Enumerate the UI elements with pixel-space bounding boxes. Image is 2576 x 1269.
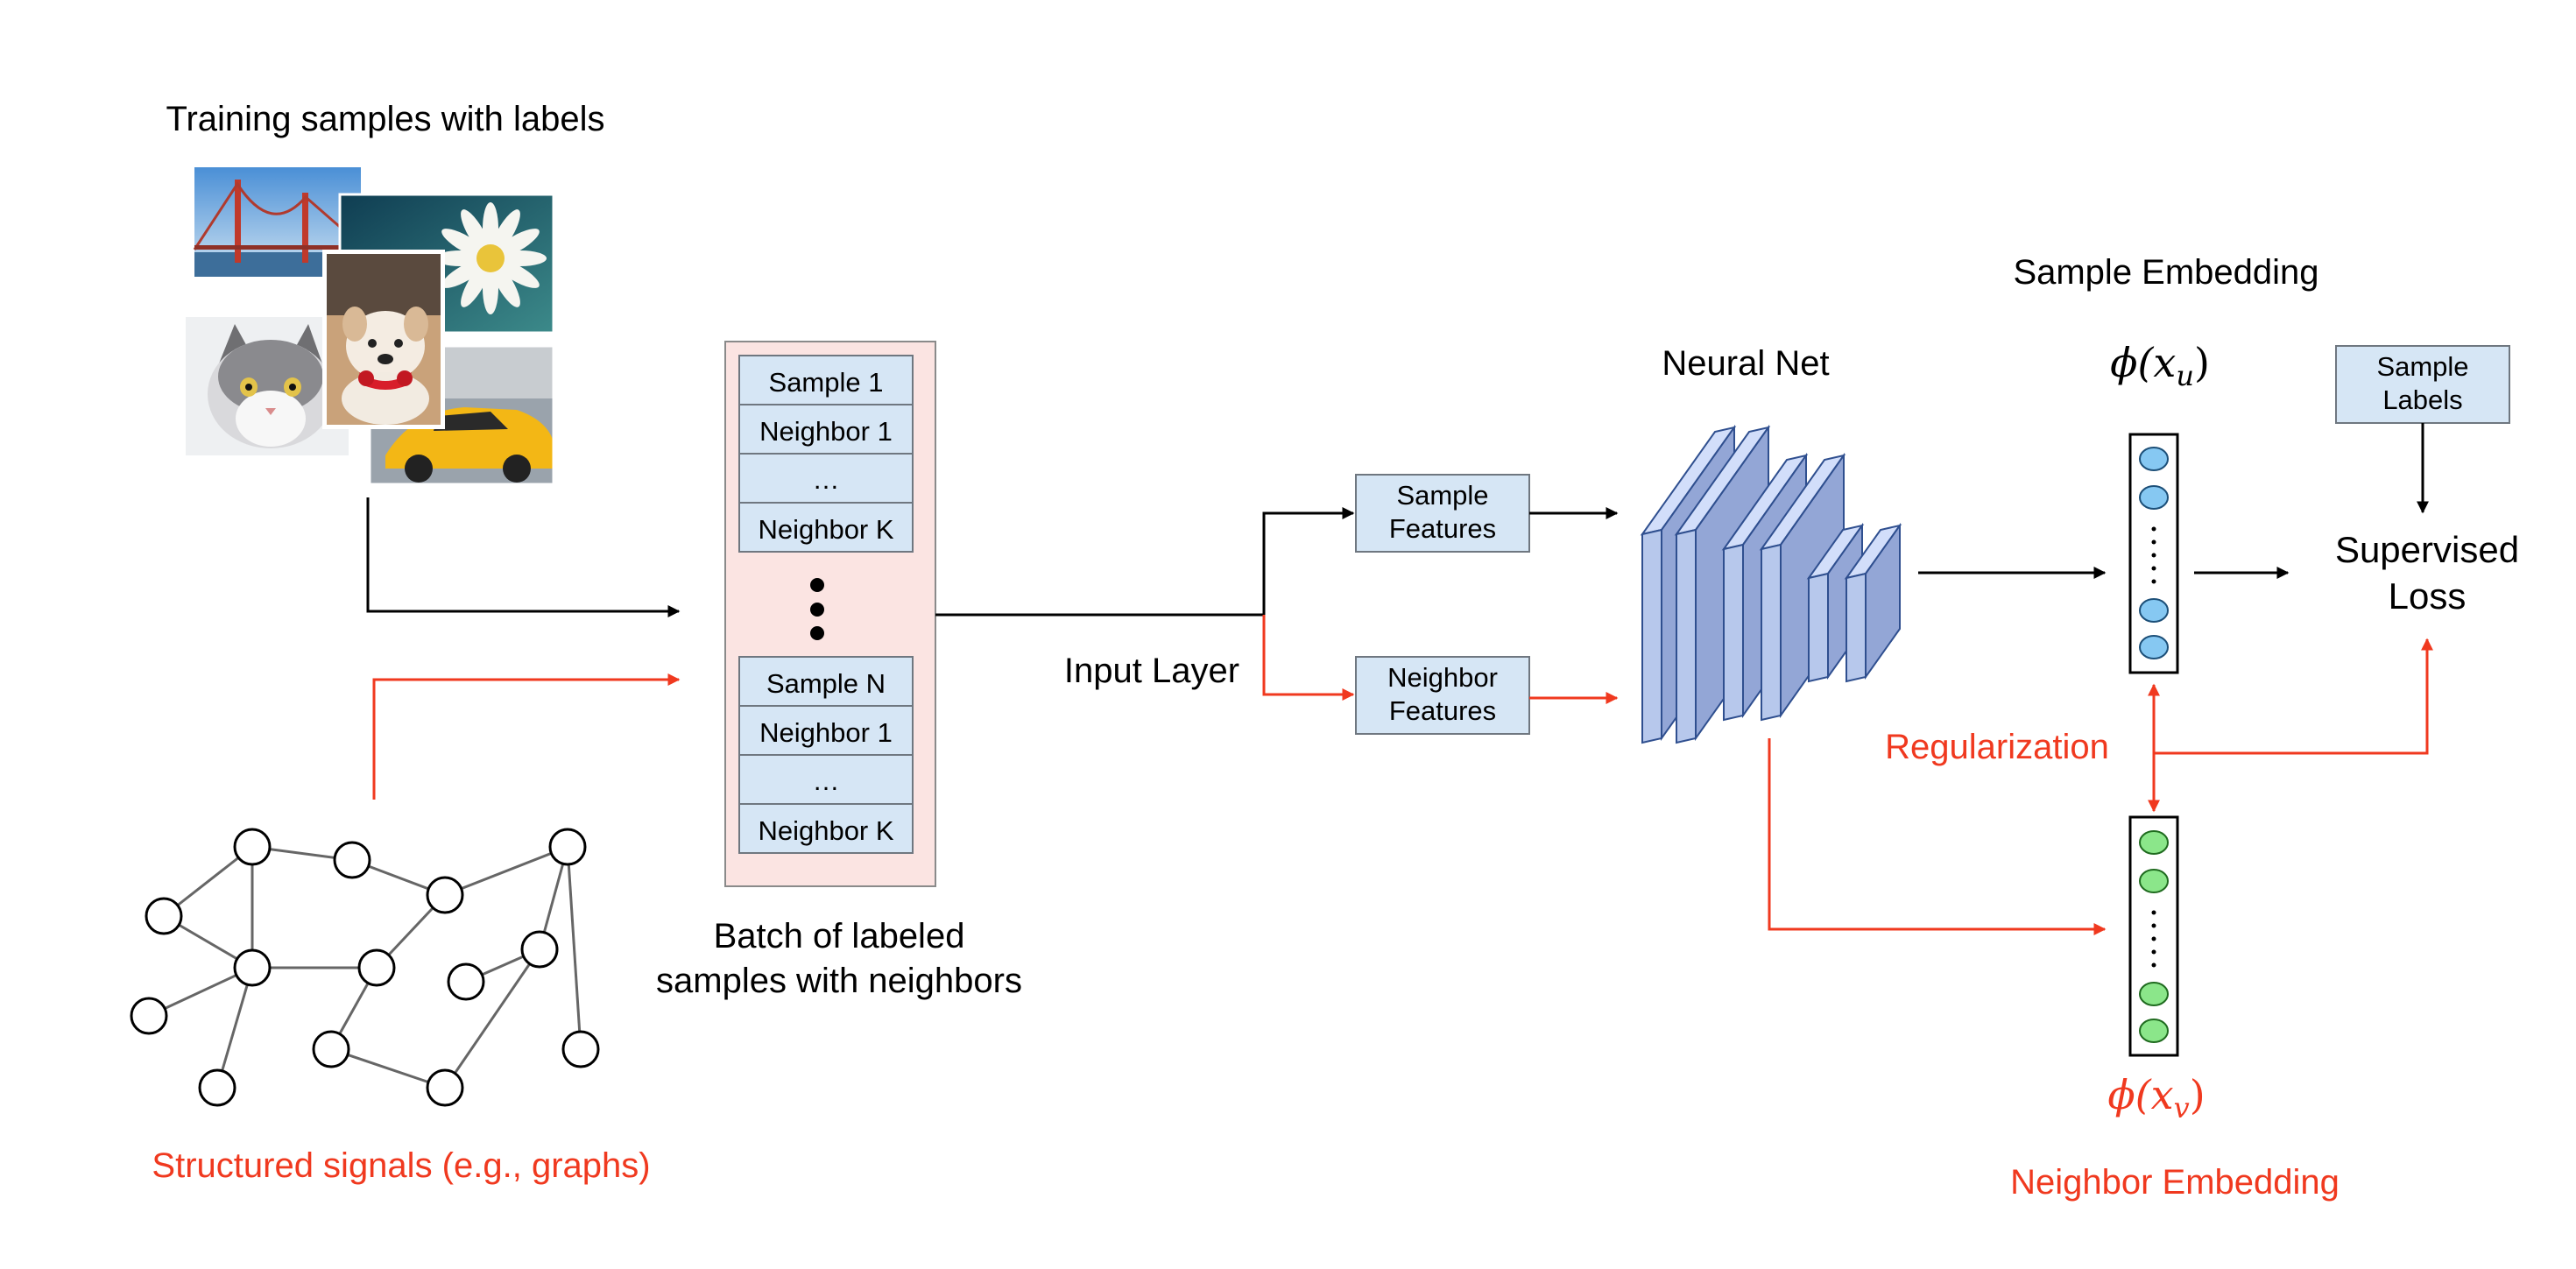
batch-row-label: Neighbor 1 bbox=[759, 416, 893, 447]
sample-labels-box bbox=[2335, 345, 2510, 424]
sample-features-line2: Features bbox=[1389, 513, 1496, 544]
batch-row bbox=[738, 355, 914, 405]
neighbor-features-line2: Features bbox=[1389, 695, 1496, 726]
cat-photo bbox=[186, 317, 349, 455]
batch-row bbox=[738, 453, 914, 504]
images-to-batch-arrow bbox=[366, 497, 681, 617]
sample-features-line1: Sample bbox=[1396, 480, 1488, 511]
close-paren: ) bbox=[2190, 1071, 2205, 1118]
neural-net-layers bbox=[1640, 424, 1902, 744]
batch-row-label: … bbox=[813, 464, 840, 495]
to-neighbor-features-arrow bbox=[1262, 615, 1355, 701]
batch-group-n: Sample N Neighbor 1 … Neighbor K bbox=[738, 656, 914, 854]
regularization-to-loss-arrow bbox=[2154, 638, 2433, 755]
sample-embedding-vector bbox=[2128, 433, 2179, 674]
batch-row bbox=[738, 705, 914, 756]
structured-graph bbox=[130, 828, 600, 1107]
dog-photo bbox=[322, 250, 445, 429]
graph-to-batch-arrow bbox=[372, 673, 681, 800]
graph-caption: Structured signals (e.g., graphs) bbox=[152, 1146, 650, 1185]
subscript-u: u bbox=[2176, 359, 2194, 392]
batch-caption-line1: Batch of labeled bbox=[714, 917, 965, 955]
batch-group-1: Sample 1 Neighbor 1 … Neighbor K bbox=[738, 355, 914, 553]
sample-embedding-title: Sample Embedding bbox=[2013, 253, 2318, 292]
batch-caption-line2: samples with neighbors bbox=[656, 962, 1022, 1000]
batch-row-label: … bbox=[813, 765, 840, 796]
supervised-loss-line1: Supervised bbox=[2335, 529, 2519, 570]
close-paren: ) bbox=[2194, 339, 2210, 386]
phi-symbol: ϕ(x bbox=[2107, 1071, 2173, 1118]
supervised-loss-line2: Loss bbox=[2389, 575, 2467, 617]
sample-labels-line1: Sample bbox=[2376, 351, 2468, 382]
batch-row-label: Neighbor 1 bbox=[759, 717, 893, 748]
batch-ellipsis-dots bbox=[810, 578, 824, 640]
batch-row bbox=[738, 803, 914, 854]
batch-container: Sample 1 Neighbor 1 … Neighbor K Sample … bbox=[724, 341, 936, 887]
batch-row-label: Sample 1 bbox=[769, 367, 884, 398]
training-title: Training samples with labels bbox=[166, 100, 605, 138]
training-images bbox=[186, 167, 555, 486]
subscript-v: v bbox=[2174, 1091, 2190, 1124]
batch-row-label: Neighbor K bbox=[758, 815, 893, 846]
sample-labels-line2: Labels bbox=[2382, 384, 2462, 415]
sample-features-box bbox=[1355, 474, 1530, 553]
sample-embedding-formula: ϕ(xu) bbox=[2110, 339, 2210, 392]
neural-net-label: Neural Net bbox=[1662, 344, 1829, 383]
neighbor-embedding-title: Neighbor Embedding bbox=[2010, 1163, 2340, 1202]
to-sample-features-arrow bbox=[1262, 507, 1355, 615]
batch-row bbox=[738, 656, 914, 707]
net-to-neighbor-embedding-arrow bbox=[1768, 738, 2107, 935]
neighbor-features-line1: Neighbor bbox=[1387, 662, 1498, 693]
neighbor-features-box bbox=[1355, 656, 1530, 735]
input-layer-label: Input Layer bbox=[1064, 652, 1239, 690]
regularization-label: Regularization bbox=[1885, 728, 2109, 766]
phi-symbol: ϕ(x bbox=[2110, 339, 2176, 386]
neighbor-embedding-formula: ϕ(xv) bbox=[2107, 1071, 2205, 1124]
batch-row bbox=[738, 502, 914, 553]
batch-row bbox=[738, 754, 914, 805]
batch-row-label: Neighbor K bbox=[758, 514, 893, 545]
neighbor-embedding-vector bbox=[2128, 815, 2179, 1057]
batch-row-label: Sample N bbox=[766, 668, 886, 699]
